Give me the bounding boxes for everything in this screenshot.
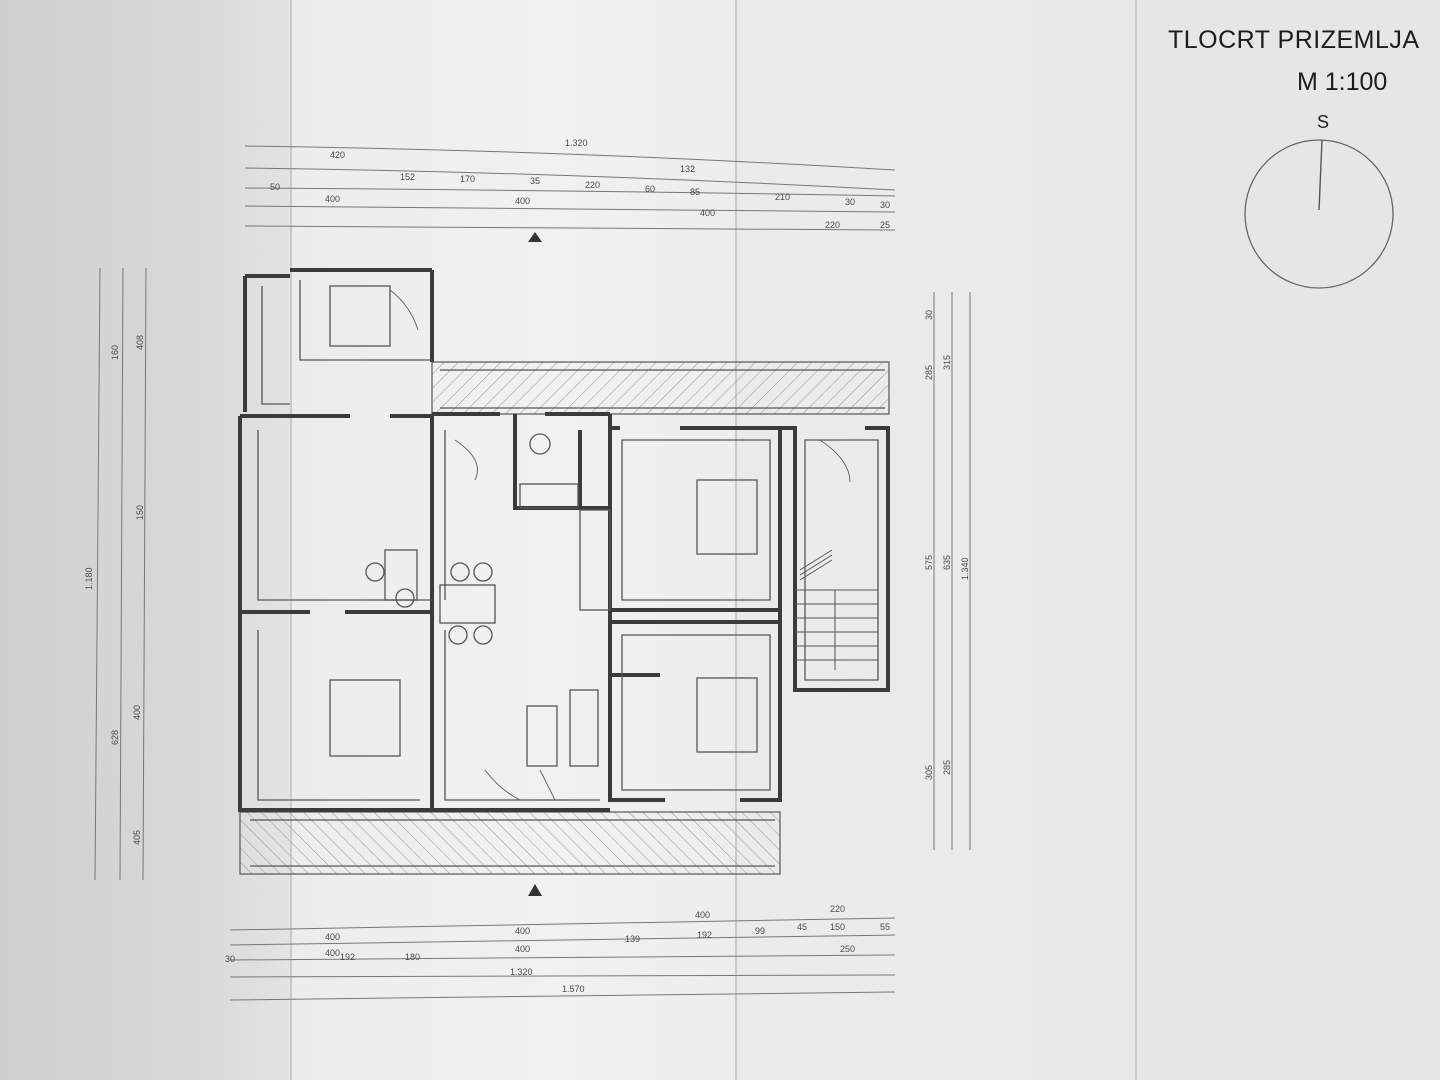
dim-bot-r2-0: 400 [325, 948, 340, 958]
bath-top [329, 285, 391, 347]
fold-crease-2 [735, 0, 737, 1080]
dim-bot-r2-7: 55 [880, 922, 890, 932]
top-dimension-lines [244, 145, 896, 231]
drawing-title: TLOCRT PRIZEMLJA [1168, 26, 1420, 54]
fold-crease-3 [1135, 0, 1137, 1080]
dim-top-r1-0: 420 [330, 150, 345, 160]
dim-right-3: 635 [942, 555, 952, 570]
chair-4 [473, 562, 493, 582]
dim-left-5: 405 [132, 830, 142, 845]
toilet [529, 433, 551, 455]
kitchen-counter [579, 509, 611, 611]
dim-right-2: 575 [924, 555, 934, 570]
dim-top-r2-9: 30 [880, 200, 890, 210]
dim-top-r2-4: 220 [585, 180, 600, 190]
chair-5 [448, 625, 468, 645]
dim-bot-r1-3: 220 [830, 904, 845, 914]
section-arrow-top [528, 232, 542, 242]
dim-top-r3-1: 400 [515, 196, 530, 206]
dim-bot-r2-1: 400 [515, 944, 530, 954]
chair-1 [365, 562, 385, 582]
dim-top-r2-2: 170 [460, 174, 475, 184]
dim-bot-r2-6: 150 [830, 922, 845, 932]
dim-left-0: 1.180 [84, 567, 94, 590]
dim-left-6: 628 [110, 730, 120, 745]
left-dimension-texts: 1.180 160 408 150 400 405 628 [84, 335, 145, 845]
dim-left-1: 160 [110, 345, 120, 360]
door-swings [389, 289, 851, 801]
dim-top-r2-7: 210 [775, 192, 790, 202]
title-panel [1135, 0, 1440, 1080]
bed-left [329, 679, 401, 757]
chair-3 [450, 562, 470, 582]
dim-top-r3-3: 220 [825, 220, 840, 230]
dim-top-r2-3: 35 [530, 176, 540, 186]
north-arrow-compass [1244, 139, 1394, 289]
bottom-dimension-texts: 400 400 400 220 400 400 139 192 99 45 15… [225, 904, 890, 994]
dim-bot-r3-2: 180 [405, 952, 420, 962]
bed-bottom-right [696, 677, 758, 753]
walls [238, 268, 890, 812]
dim-right-5: 305 [924, 765, 934, 780]
dim-top-r3-4: 25 [880, 220, 890, 230]
dim-bot-r1-0: 400 [325, 932, 340, 942]
dim-right-7: 30 [924, 310, 934, 320]
dim-bot-r3-3: 250 [840, 944, 855, 954]
dining-table [439, 584, 496, 624]
dim-top-r3-0: 400 [325, 194, 340, 204]
dim-bot-r2-5: 45 [797, 922, 807, 932]
section-arrow-bottom [528, 884, 542, 896]
paper-fold-middle [290, 0, 735, 1080]
dim-top-r3-2: 400 [700, 208, 715, 218]
dim-bot-total-1: 1.320 [510, 967, 533, 977]
top-dimension-texts: 1.320 420 132 50 152 170 35 220 60 85 21… [270, 138, 890, 230]
bath-fixture [519, 483, 579, 509]
sofa [569, 689, 599, 767]
dim-left-4: 400 [132, 705, 142, 720]
dim-bot-r3-0: 30 [225, 954, 235, 964]
right-dimension-texts: 315 285 575 635 1.340 305 285 30 [924, 310, 970, 780]
dim-bot-r2-2: 139 [625, 934, 640, 944]
dim-top-r1-1: 132 [680, 164, 695, 174]
fold-crease-1 [290, 0, 292, 1080]
left-dimension-lines [94, 267, 147, 881]
furniture [329, 285, 758, 767]
dim-top-r2-0: 50 [270, 182, 280, 192]
dim-bot-r2-3: 192 [697, 930, 712, 940]
dim-top-overall: 1.320 [565, 138, 588, 148]
dining-table-left [384, 549, 418, 601]
dim-bot-r1-2: 400 [695, 910, 710, 920]
bottom-dimension-lines [229, 917, 896, 1001]
dim-left-2: 408 [135, 335, 145, 350]
dim-top-r2-5: 60 [645, 184, 655, 194]
dim-bot-r2-4: 99 [755, 926, 765, 936]
dim-right-4: 1.340 [960, 557, 970, 580]
dim-right-0: 315 [942, 355, 952, 370]
chair-6 [473, 625, 493, 645]
dim-bot-r3-1: 192 [340, 952, 355, 962]
bed-top-right [696, 479, 758, 555]
dim-right-1: 285 [924, 365, 934, 380]
dim-right-6: 285 [942, 760, 952, 775]
dim-top-r2-8: 30 [845, 197, 855, 207]
dim-top-r2-6: 85 [690, 187, 700, 197]
north-label: S [1317, 112, 1330, 132]
drawing-scale: M 1:100 [1297, 68, 1388, 96]
chair-2 [395, 588, 415, 608]
dim-bot-r1-1: 400 [515, 926, 530, 936]
staircase [795, 549, 878, 670]
terrace-bottom [239, 811, 781, 875]
dim-top-r2-1: 152 [400, 172, 415, 182]
terrace-top [431, 361, 890, 415]
right-dimension-lines [933, 292, 971, 850]
dim-bot-total-2: 1.570 [562, 984, 585, 994]
wall-thin-lines [250, 280, 885, 867]
dim-left-3: 150 [135, 505, 145, 520]
table [526, 705, 558, 767]
